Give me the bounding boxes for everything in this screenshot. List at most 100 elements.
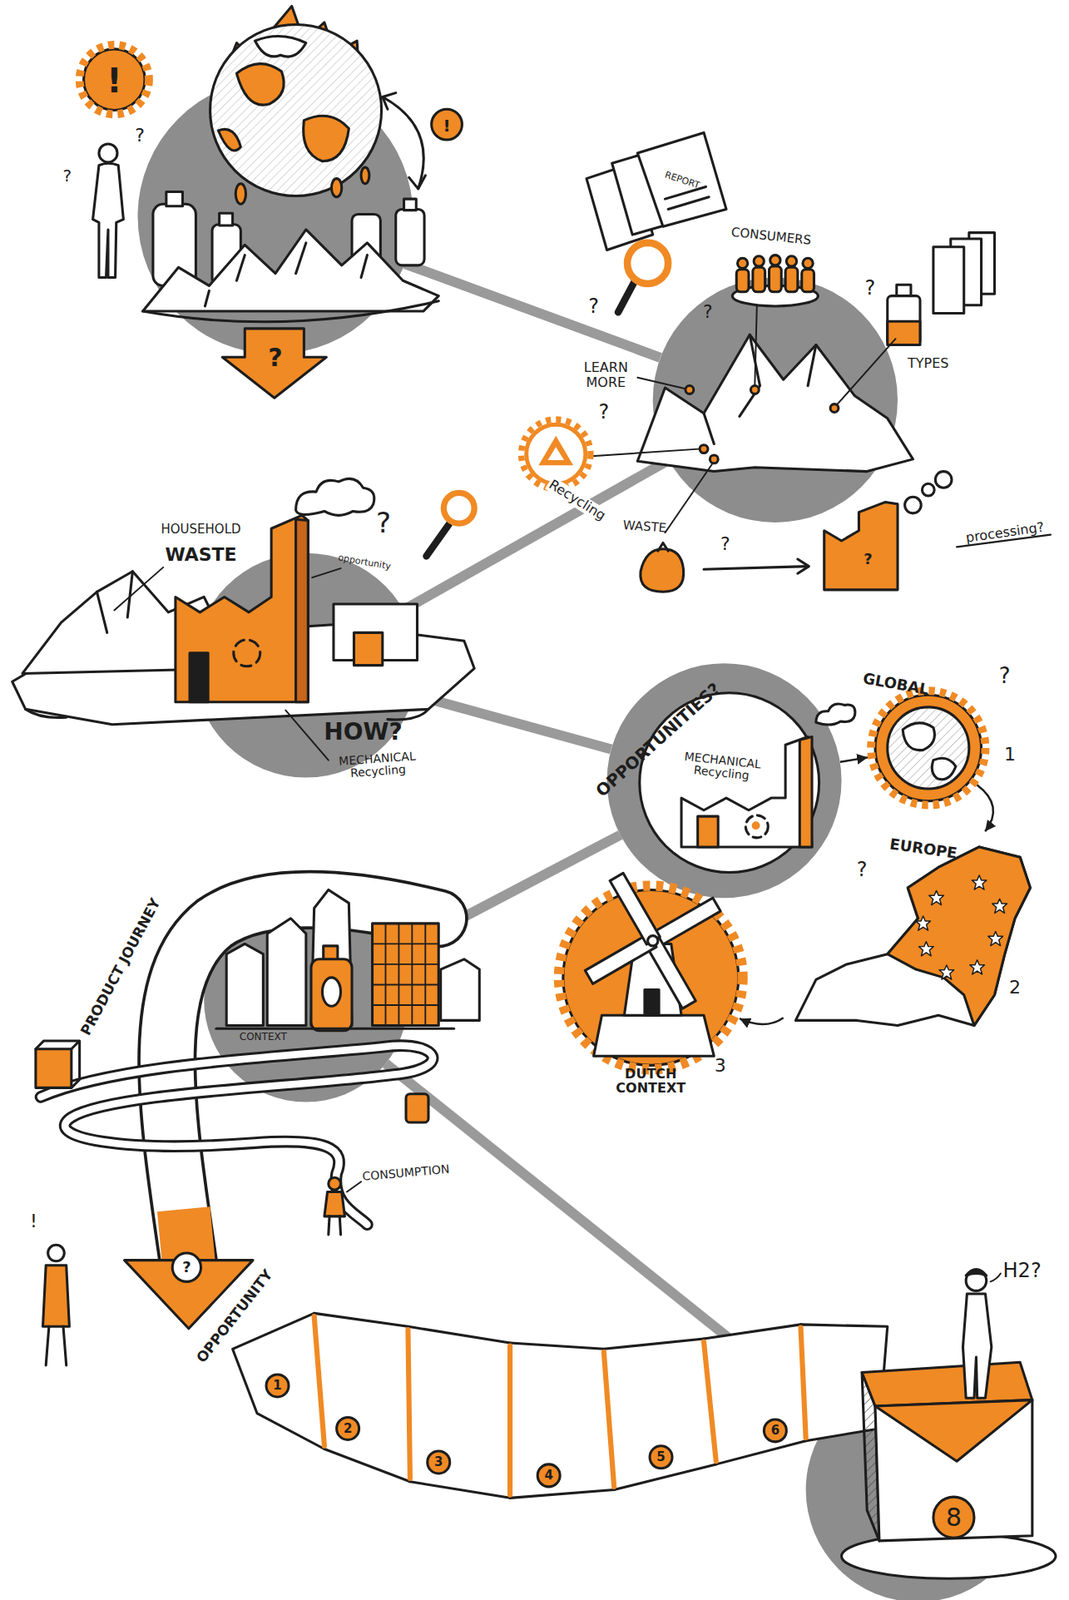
city [216,889,480,1030]
opportunity-circle [745,815,768,838]
label-text: 1 [1004,744,1016,765]
city [216,1027,455,1030]
person [962,1293,991,1398]
label-text: 6 [771,1423,780,1438]
globe-badge [875,694,982,802]
label-text: CONSUMPTION [361,1163,451,1183]
node-text: OPPORTUNITIES? [592,678,724,800]
waste-bag [640,549,684,593]
gift-box [841,1361,1056,1579]
windmill [593,1014,715,1056]
windmill [609,872,660,945]
text-anchor: ? [588,295,599,317]
question-arrow [222,328,327,398]
package [353,632,382,665]
gift-box [841,1533,1056,1579]
europe-map [929,890,945,905]
road [40,1045,433,1225]
text-anchor: processing? [965,519,1045,546]
household-island [96,571,133,634]
alert-burst [79,44,149,114]
text-anchor: ! [29,1211,38,1232]
magnifier [618,242,669,312]
consumer-group [753,256,764,267]
text-anchor: 3 [714,1055,727,1076]
bottle-types [887,296,921,346]
label-text: ? [598,400,610,423]
smoke [905,496,922,514]
text-anchor: ? [856,857,868,880]
europe-map [971,875,987,890]
globe-badge: GLOBAL [866,686,990,809]
text-anchor: ? [376,507,391,539]
text-anchor: CONSUMERS [730,225,812,248]
road [40,1045,433,1225]
grey-disc [607,663,842,898]
journey-band [172,1252,201,1282]
consumer-group [737,257,748,268]
double-arrow [409,175,426,189]
label-text: OPPORTUNITY [193,1266,276,1366]
text-anchor: ? [598,400,610,423]
windmill [559,885,743,1070]
globe-badge [887,707,970,789]
goal-circle: 8 [806,1376,1031,1600]
leader-line [754,306,757,385]
label-text: ? [376,507,391,539]
europe-map [795,846,1030,1026]
text-anchor: ! [442,116,451,135]
globe-badge [902,722,956,780]
text-anchor: ? [63,166,73,185]
europe-map [919,941,935,956]
label-text: 2 [343,1420,352,1436]
scene-circle: CONTEXT [203,897,408,1102]
plastic-landfill [395,208,425,265]
text-anchor: ? [702,301,713,322]
label-text: ? [63,166,73,185]
package [35,1040,80,1088]
burning-globe [210,5,382,204]
text-anchor: 6 [771,1423,780,1438]
number-badge [649,1445,673,1469]
burning-globe [361,167,370,184]
package [35,1040,80,1088]
plastic-landfill [166,192,184,207]
person [63,1326,67,1366]
path-tiles [703,1324,807,1465]
gift-box [875,1400,1033,1541]
text-anchor: REPORT [663,170,702,192]
double-arrow [382,93,426,189]
leader-line [591,449,699,457]
bottle-types [933,247,965,314]
label-text: ? [865,277,876,299]
text-anchor: HOUSEHOLD [161,522,242,537]
waste-mountains [750,386,759,395]
windmill [648,935,659,946]
double-arrow [382,93,396,110]
person [962,1269,991,1399]
waste-mountains [685,386,694,395]
label-text: CONSUMERS [730,225,812,248]
label-text: ? [856,857,868,880]
label-text: 4 [544,1468,553,1483]
label-text: ? [999,663,1011,688]
label-text: ? [863,550,872,568]
alert-dot [431,108,463,140]
text-anchor: 5 [656,1450,665,1465]
path-tiles [507,1346,513,1495]
waste-mountains [699,445,708,454]
path-tiles [314,1316,807,1495]
plastic-landfill [143,192,440,322]
opportunity-circle [697,816,719,847]
waste-mountains [703,334,817,444]
europe-map [988,930,1004,946]
magnifier [443,492,475,524]
scene-circle: HOW?MECHANICAL Recycling [193,553,419,778]
factory [296,519,309,703]
text-anchor: WASTE [622,518,667,535]
burning-globe [210,24,382,196]
gift-box [861,1361,1033,1406]
small-factory [824,501,898,589]
